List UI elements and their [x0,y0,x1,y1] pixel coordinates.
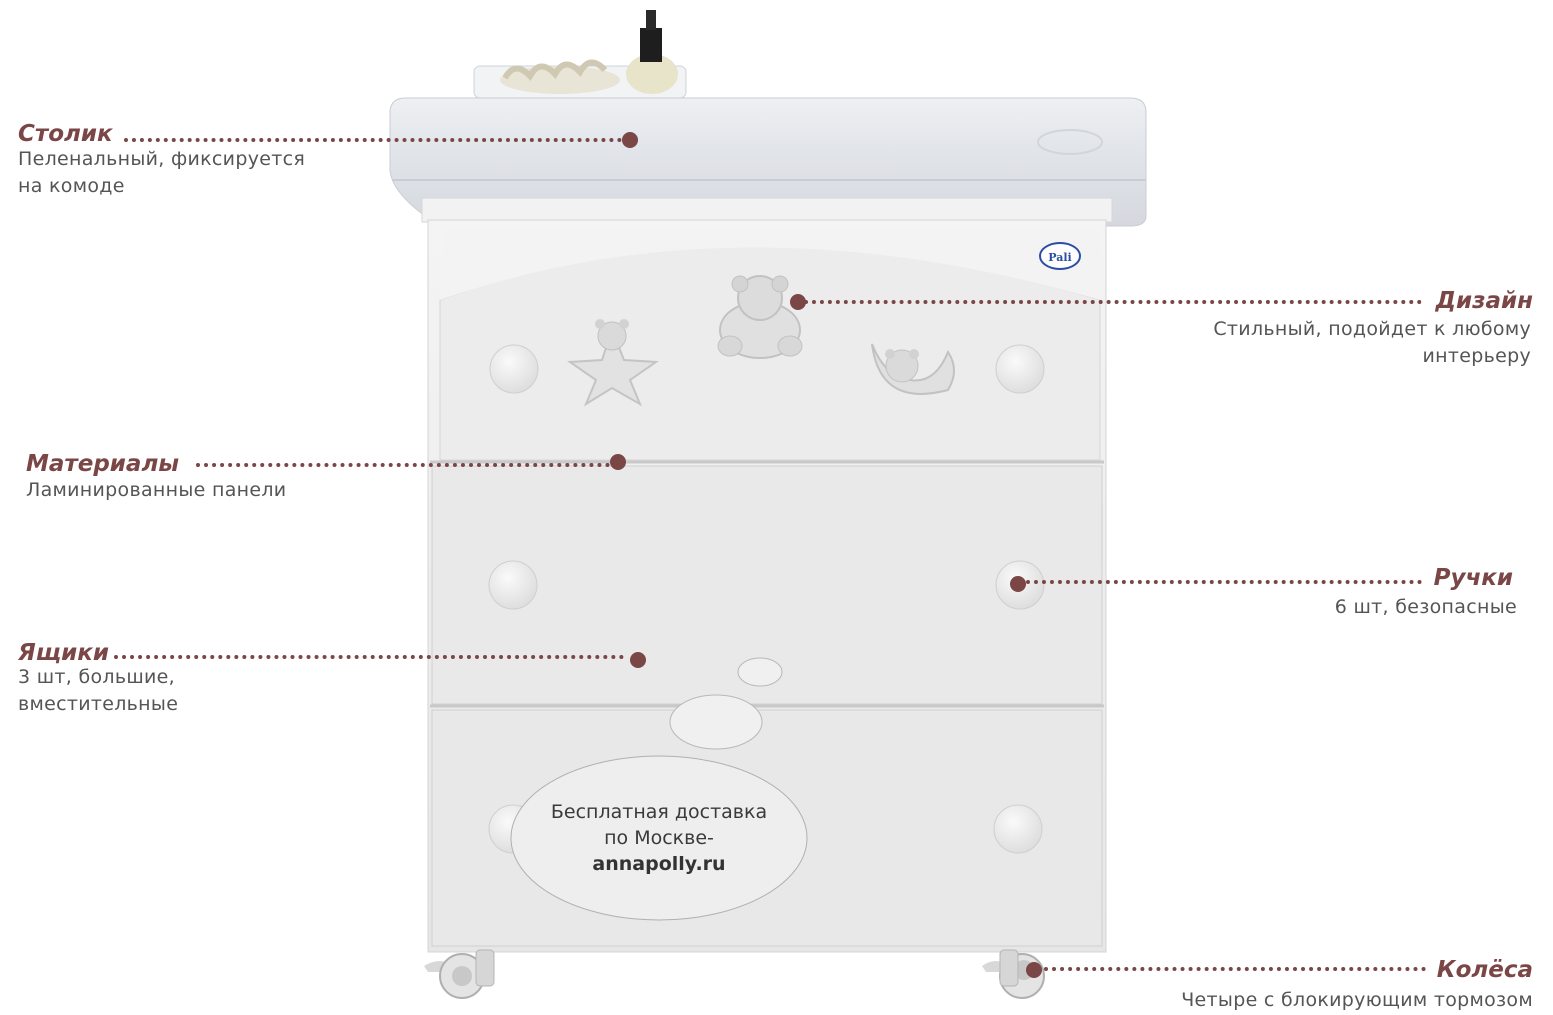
callout-table-desc-line2: на комоде [18,175,125,197]
callout-wheels-desc-line1: Четыре с блокирующим тормозом [1181,989,1533,1011]
callout-table-marker [622,132,638,148]
callout-wheels-desc: Четыре с блокирующим тормозом [1181,987,1533,1014]
free-delivery-promo: Бесплатная доставка по Москве- annapolly… [512,758,806,918]
promo-bubbles [510,657,808,921]
wheel-icon [982,949,1045,999]
callout-drawers-desc-line2: вместительные [18,693,179,715]
callout-handles-leader [1026,580,1422,584]
callout-drawers-desc-line1: 3 шт, большие, [18,666,176,688]
callout-drawers-leader [114,655,624,659]
callout-materials-marker [610,454,626,470]
callout-design-leader [804,300,1422,304]
star-teddy-icon [567,319,659,407]
brand-badge: Pali [1039,242,1081,270]
callout-wheels-leader [1044,967,1426,971]
callout-table-desc: Пеленальный, фиксируется на комоде [18,146,305,200]
callout-handles-title: Ручки [1433,565,1513,591]
teddy-bear-icon [717,275,803,359]
callout-drawers-title: Ящики [18,640,109,666]
accessory-tray [473,10,687,99]
callout-wheels-marker [1026,962,1042,978]
changing-table-top [389,97,1147,227]
callout-table-title: Столик [18,121,113,147]
callout-design-marker [790,294,806,310]
callout-materials-leader [196,463,610,467]
callout-handles-desc: 6 шт, безопасные [1335,594,1517,621]
callout-wheels-title: Колёса [1436,957,1533,983]
brand-badge-text: Pali [1048,251,1071,264]
callout-design-title: Дизайн [1435,288,1534,314]
callout-table-desc-line1: Пеленальный, фиксируется [18,148,306,170]
callout-materials-title: Материалы [26,451,180,477]
callout-materials-desc: Ламинированные панели [26,477,286,504]
callout-design-desc: Стильный, подойдет к любому интерьеру [1213,316,1531,370]
callout-drawers-marker [630,652,646,668]
callout-handles-marker [1010,576,1026,592]
callout-table-leader [124,138,622,142]
promo-site-link[interactable]: annapolly.ru [592,853,726,875]
callout-handles-desc-line1: 6 шт, безопасные [1334,596,1517,618]
moon-teddy-icon [871,343,955,395]
callout-drawers-desc: 3 шт, большие, вместительные [18,664,178,718]
callout-design-desc-line2: интерьеру [1422,345,1531,367]
promo-line1: Бесплатная доставка [550,801,768,823]
promo-site: annapolly.ru [592,851,725,877]
wheel-icon [424,949,495,999]
callout-materials-desc-line1: Ламинированные панели [26,479,287,501]
promo-line2: по Москве- [604,827,714,849]
callout-design-desc-line1: Стильный, подойдет к любому [1213,318,1531,340]
